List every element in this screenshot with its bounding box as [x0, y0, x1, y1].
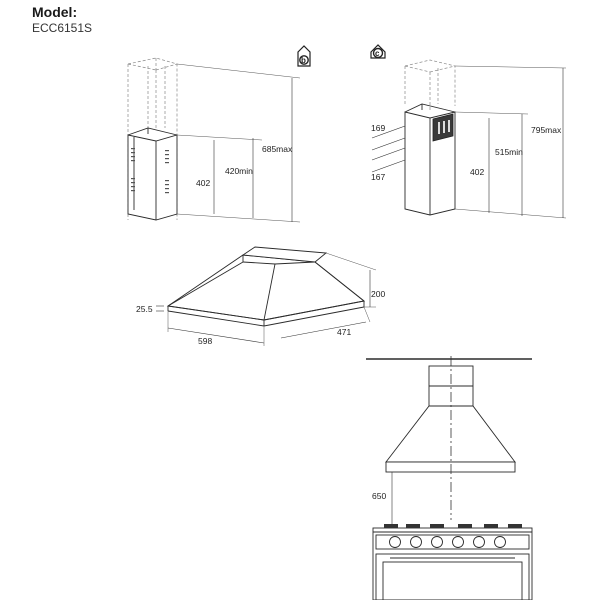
right-ext-bottom [454, 208, 567, 219]
left-ext-top [176, 63, 301, 79]
left-chimney-upper-top2 [155, 63, 178, 71]
right-dim-167-line [371, 147, 406, 161]
hood-isometric-diagram: 200 25.5 598 471 [136, 246, 385, 346]
right-chimney-diagram: 169 167 402 515min 795max [371, 59, 567, 219]
install-oven-window [382, 561, 523, 600]
right-dim-515min: 515min [495, 147, 523, 157]
installation-elevation-diagram: 650 [366, 356, 533, 600]
right-dim-795max: 795max [531, 125, 562, 135]
hood-ridge-right [314, 261, 365, 302]
right-chimney-filter-slots [438, 120, 450, 134]
left-chimney-vents [131, 148, 169, 194]
right-dim-167: 167 [371, 172, 385, 182]
header: Model: ECC6151S [32, 4, 92, 36]
hood-ext-top [325, 252, 377, 271]
right-ext-top [454, 65, 567, 69]
hood-dim-598-line [167, 327, 265, 344]
install-dim-650: 650 [372, 491, 386, 501]
left-chimney-upper-top [127, 63, 157, 71]
right-dim-169-ext [371, 137, 406, 151]
install-control-panel [375, 534, 530, 550]
left-ext-mid [176, 134, 263, 141]
left-chimney-lower [127, 134, 178, 221]
left-dim-685max: 685max [262, 144, 293, 154]
right-dim-169-line [371, 125, 406, 139]
right-dim-169: 169 [371, 123, 385, 133]
install-oven-door [375, 553, 530, 600]
right-ext-mid [454, 111, 529, 115]
left-ext-bottom [176, 213, 301, 223]
hood-dim-200: 200 [371, 289, 385, 299]
hood-ridge-left [167, 261, 244, 307]
install-canopy-base [385, 461, 516, 473]
right-chimney-upper-top2 [429, 65, 456, 73]
model-number: ECC6151S [32, 21, 93, 35]
hood-dim-471: 471 [337, 327, 351, 337]
ducted-icon-letter: b [301, 56, 306, 65]
install-range-grates [384, 524, 522, 528]
right-dim-402: 402 [470, 167, 484, 177]
hood-dim-598: 598 [198, 336, 212, 346]
hood-ext-471 [363, 306, 371, 323]
hood-ridge-front [263, 263, 276, 321]
install-knobs [389, 536, 506, 548]
hood-dim-471-line [280, 321, 367, 339]
model-label: Model: [32, 4, 78, 20]
ducted-mode-icon: b [297, 45, 311, 67]
left-chimney-lower-top [127, 127, 178, 136]
right-chimney-upper-outline [404, 59, 456, 106]
recirc-icon-letter: c [375, 49, 380, 58]
left-dim-420min: 420min [225, 166, 253, 176]
left-chimney-diagram: 402 420min 685max [127, 57, 301, 223]
right-chimney-upper-top [404, 65, 431, 73]
right-dim-167-ext [371, 159, 406, 173]
left-dim-402: 402 [196, 178, 210, 188]
recirculating-mode-icon: c [370, 44, 386, 59]
install-canopy [385, 405, 516, 463]
hood-dim-25: 25.5 [136, 304, 153, 314]
